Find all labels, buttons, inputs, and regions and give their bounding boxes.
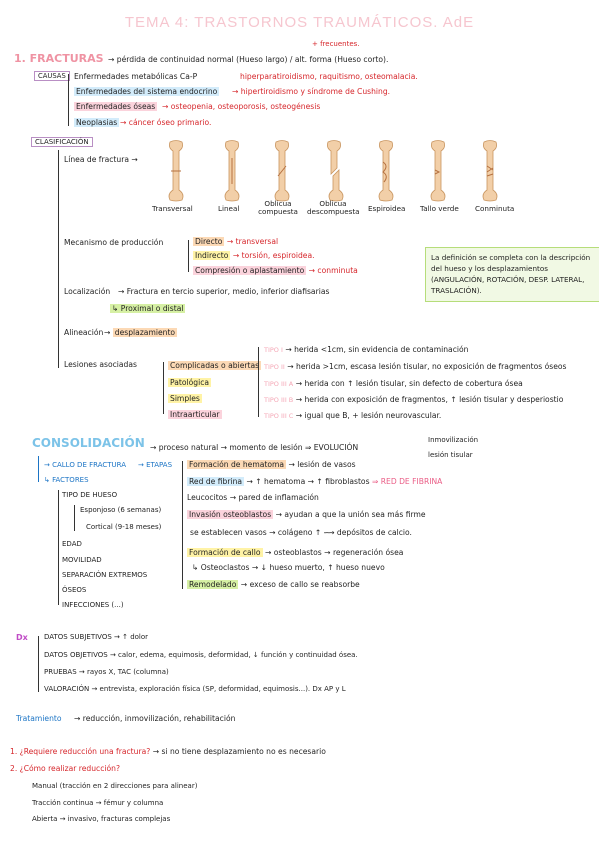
clasificacion-bracket (58, 150, 59, 368)
tipo-1: TIPO I → herida <1cm, sin evidencia de c… (264, 345, 469, 354)
pregunta-2: 2. ¿Cómo realizar reducción? (10, 764, 120, 773)
fracturas-definition: → pérdida de continuidad normal (Hueso l… (108, 55, 389, 64)
dx-subjetivos: DATOS SUBJETIVOS → ↑ dolor (44, 633, 149, 641)
reduccion-traccion: Tracción continua → fémur y columna (32, 799, 164, 807)
localizacion-sub: ↳ Proximal o distal (110, 304, 186, 313)
reduccion-abierta: Abierta → invasivo, fracturas complejas (32, 815, 171, 823)
consolidacion-process: → proceso natural → momento de lesión ⇒ … (150, 443, 359, 452)
causa-neoplasias: Neoplasias (74, 118, 120, 127)
tipo-3a: TIPO III A → herida con ↑ lesión tisular… (264, 379, 523, 388)
lesion-simples: Simples (168, 394, 202, 403)
localizacion-text: → Fractura en tercio superior, medio, in… (118, 287, 330, 296)
pregunta-1: 1. ¿Requiere reducción una fractura? → s… (10, 747, 326, 756)
causa-endocrino-detail: → hipertiroidismo y síndrome de Cushing. (232, 87, 391, 96)
bone-label-tallo-verde: Tallo verde (420, 204, 459, 213)
evolucion-lesion: lesión tisular (428, 451, 473, 459)
etapa-osteoclastos: ↳ Osteoclastos → ↓ hueso muerto, ↑ hueso… (192, 563, 385, 572)
bone-label-oblicua-descompuesta: Oblicua descompuesta (307, 199, 360, 216)
tipo-hueso-bracket (74, 505, 75, 531)
lesion-patologica: Patológica (168, 378, 212, 387)
dx-valoracion: VALORACIÓN → entrevista, exploración fís… (44, 685, 346, 693)
lesiones-label: Lesiones asociadas (64, 360, 137, 369)
consolidacion-bracket (38, 456, 39, 482)
etapa-hematoma: Formación de hematoma → lesión de vasos (187, 460, 356, 469)
evolucion-inmovilizacion: Inmovilización (428, 436, 479, 444)
causas-bracket (68, 74, 69, 126)
bone-tallo-verde (430, 140, 446, 202)
bone-label-conminuta: Conminuta (475, 204, 515, 213)
dx-pruebas: PRUEBAS → rayos X, TAC (columna) (44, 668, 169, 676)
factores-label: ↳ FACTORES (44, 476, 89, 484)
tipo-2: TIPO II → herida >1cm, escasa lesión tis… (264, 362, 567, 371)
bone-espiroidea (378, 140, 394, 202)
factor-tipo-hueso: TIPO DE HUESO (62, 491, 118, 499)
causa-oseas-detail: → osteopenia, osteoporosis, osteogénesis (162, 102, 321, 111)
dx-bracket (38, 636, 39, 692)
etapa-fibrina: Red de fibrina → ↑ hematoma → ↑ fibrobla… (187, 477, 443, 486)
linea-fractura-label: Línea de fractura → (64, 155, 138, 164)
tipos-bracket (258, 347, 259, 417)
bone-label-oblicua-compuesta: Oblicua compuesta (258, 199, 298, 216)
consolidacion-heading: CONSOLIDACIÓN (32, 436, 145, 450)
factor-edad: EDAD (62, 540, 82, 548)
hueso-cortical: Cortical (9-18 meses) (86, 523, 162, 531)
alineacion-label: Alineación (64, 328, 104, 337)
fracturas-heading: 1. FRACTURAS (14, 52, 104, 65)
tipo-3b: TIPO III B → herida con exposición de fr… (264, 395, 564, 404)
lesiones-bracket (163, 362, 164, 414)
causa-neoplasias-detail: → cáncer óseo primario. (120, 118, 212, 127)
causa-metabolicas-detail: hiperparatiroidismo, raquitismo, osteoma… (240, 72, 418, 81)
factor-separacion: SEPARACIÓN EXTREMOS (62, 571, 148, 579)
etapa-callo: Formación de callo → osteoblastos → rege… (187, 548, 404, 557)
mecanismo-compresion: Compresión o aplastamiento → conminuta (193, 266, 358, 275)
factor-movilidad: MOVILIDAD (62, 556, 102, 564)
mecanismo-directo: Directo → transversal (193, 237, 279, 246)
tratamiento-text: → reducción, inmovilización, rehabilitac… (74, 714, 236, 723)
causa-oseas: Enfermedades óseas (74, 102, 158, 111)
etapa-remodelado: Remodelado → exceso de callo se reabsorb… (187, 580, 360, 589)
reduccion-manual: Manual (tracción en 2 direcciones para a… (32, 782, 198, 790)
causa-endocrino: Enfermedades del sistema endocrino (74, 87, 220, 96)
tipo-3c: TIPO III C → igual que B, + lesión neuro… (264, 411, 442, 420)
mecanismo-label: Mecanismo de producción (64, 238, 164, 247)
alineacion-text: → desplazamiento (104, 328, 178, 337)
page-title: TEMA 4: TRASTORNOS TRAUMÁTICOS. AdE (124, 14, 475, 31)
etapa-osteoblastos: Invasión osteoblastos → ayudan a que la … (187, 510, 426, 519)
tratamiento-label: Tratamiento (16, 714, 62, 723)
causa-metabolicas: Enfermedades metabólicas Ca-P (74, 72, 198, 81)
factor-infecciones: INFECCIONES (...) (62, 601, 124, 609)
definicion-note: La definición se completa con la descrip… (425, 247, 599, 302)
bone-lineal (224, 140, 240, 202)
causas-label: CAUSAS (34, 71, 70, 82)
frecuentes-note: + frecuentes. (312, 40, 360, 48)
mecanismo-bracket (188, 240, 189, 272)
etapas-bracket (182, 461, 183, 589)
factores-bracket (58, 490, 59, 605)
lesion-intraarticular: Intraarticular (168, 410, 222, 419)
etapa-leucocitos: Leucocitos → pared de inflamación (187, 493, 319, 502)
localizacion-label: Localización (64, 287, 111, 296)
bone-label-lineal: Lineal (218, 204, 240, 213)
bone-conminuta (482, 140, 498, 202)
callo-label: → CALLO DE FRACTURA (44, 461, 127, 469)
etapas-label: → ETAPAS (138, 461, 173, 469)
dx-label: Dx (16, 633, 28, 642)
bone-oblicua-descompuesta (327, 140, 344, 202)
bone-label-espiroidea: Espiroidea (368, 204, 406, 213)
bone-transversal (168, 140, 184, 202)
factor-oseos: ÓSEOS (62, 586, 87, 594)
dx-objetivos: DATOS OBJETIVOS → calor, edema, equimosi… (44, 651, 358, 659)
etapa-vasos: se establecen vasos → colágeno ↑ ⟿ depós… (190, 528, 412, 537)
bone-oblicua-compuesta (274, 140, 290, 202)
clasificacion-label: CLASIFICACIÓN (31, 137, 93, 148)
hueso-esponjoso: Esponjoso (6 semanas) (80, 506, 162, 514)
lesion-complicadas: Complicadas o abiertas (168, 361, 262, 370)
mecanismo-indirecto: Indirecto → torsión, espiroidea. (193, 251, 315, 260)
bone-label-transversal: Transversal (152, 204, 193, 213)
